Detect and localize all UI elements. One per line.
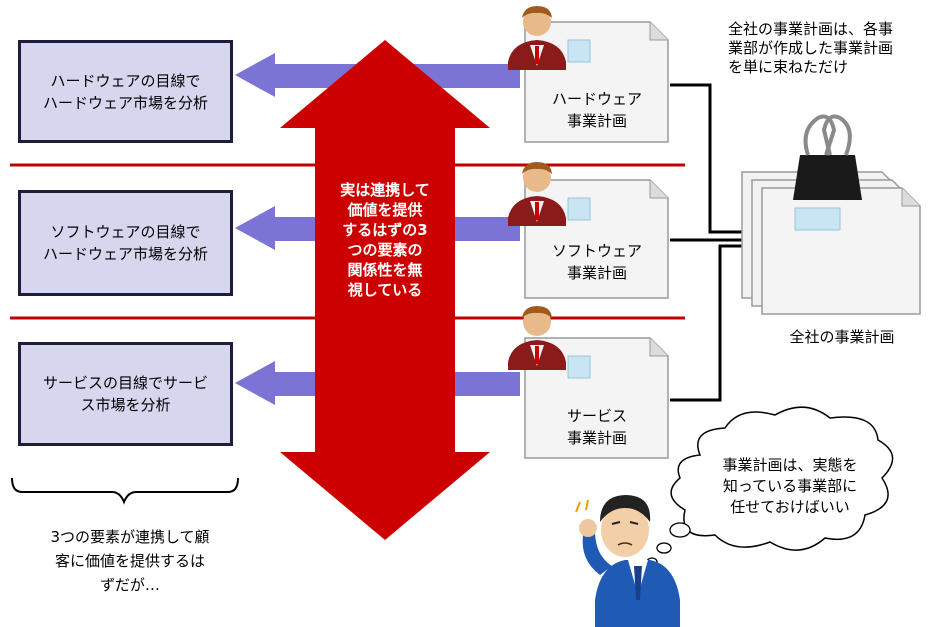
red-arrow-line-3: するはずの3 <box>342 221 428 239</box>
document-hardware-subtitle: 事業計画 <box>566 112 627 130</box>
left-box-software-line1: ソフトウェアの目線で <box>50 223 201 241</box>
businessman-icon-1 <box>508 6 566 70</box>
left-box-hardware: ハードウェアの目線で ハードウェア市場を分析 <box>18 40 233 143</box>
thought-line-3: 任せておけばいい <box>730 498 850 516</box>
curly-brace <box>11 477 239 505</box>
red-arrow-line-1: 実は連携して <box>340 181 430 199</box>
left-box-hardware-line1: ハードウェアの目線で <box>50 71 201 90</box>
connector-1 <box>670 83 770 234</box>
left-box-service-line1: サービスの目線でサービ <box>42 374 208 392</box>
document-stack-icon <box>741 171 921 315</box>
businessman-icon-2 <box>508 162 566 226</box>
thought-line-1: 事業計画は、実態を <box>722 456 858 474</box>
thought-line-2: 知っている事業部に <box>722 477 858 495</box>
left-box-service: サービスの目線でサービ ス市場を分析 <box>18 342 233 446</box>
thinking-man-icon <box>575 495 680 627</box>
bottom-text-line-3: ずだが… <box>100 576 160 594</box>
document-label-software: ソフトウェア 事業計画 <box>527 240 667 284</box>
top-note-line-2: 業部が作成した事業計画 <box>728 39 894 57</box>
red-arrow-line-2: 価値を提供 <box>347 201 423 219</box>
document-hardware-title: ハードウェア <box>551 90 642 108</box>
top-note: 全社の事業計画は、各事 業部が作成した事業計画 を単に束ねただけ <box>728 20 938 77</box>
document-label-service: サービス 事業計画 <box>527 405 667 449</box>
top-note-line-1: 全社の事業計画は、各事 <box>728 20 894 38</box>
document-software-subtitle: 事業計画 <box>566 264 627 282</box>
businessman-icon-3 <box>508 306 566 370</box>
left-box-software: ソフトウェアの目線で ハードウェア市場を分析 <box>18 190 233 296</box>
document-software-title: ソフトウェア <box>551 242 642 260</box>
top-note-line-3: を単に束ねただけ <box>728 58 849 76</box>
document-label-hardware: ハードウェア 事業計画 <box>527 88 667 132</box>
binder-clip-icon <box>793 114 862 200</box>
document-service-subtitle: 事業計画 <box>566 429 627 447</box>
thought-bubble-text: 事業計画は、実態を 知っている事業部に 任せておけばいい <box>700 455 880 518</box>
red-arrow-line-5: 関係性を無 <box>347 261 423 279</box>
red-arrow-line-4: つの要素の <box>347 241 423 259</box>
red-arrow-text: 実は連携して 価値を提供 するはずの3 つの要素の 関係性を無 視している <box>318 180 452 300</box>
left-box-service-line2: ス市場を分析 <box>80 396 171 414</box>
stack-label: 全社の事業計画 <box>789 328 895 346</box>
document-service-title: サービス <box>566 407 627 425</box>
red-arrow-line-6: 視している <box>347 281 423 299</box>
left-box-hardware-line2: ハードウェア市場を分析 <box>42 93 208 112</box>
red-double-arrow <box>280 40 490 540</box>
thought-bubble <box>646 406 894 567</box>
bottom-text-line-2: 客に価値を提供するは <box>54 552 205 570</box>
bottom-text-line-1: 3つの要素が連携して顧 <box>50 528 210 546</box>
left-box-software-line2: ハードウェア市場を分析 <box>42 245 208 263</box>
bottom-text: 3つの要素が連携して顧 客に価値を提供するは ずだが… <box>10 525 250 597</box>
